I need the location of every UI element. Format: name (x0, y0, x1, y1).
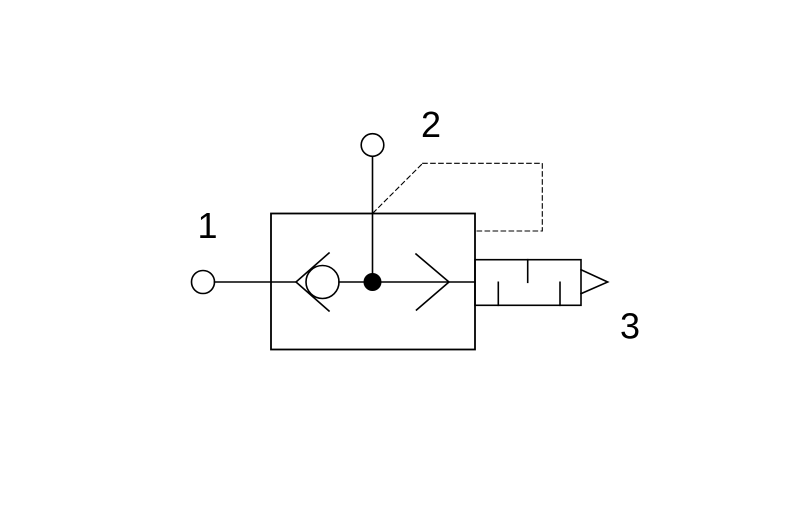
port-2-circle (360, 132, 385, 158)
port-3-label: 3 (620, 306, 640, 347)
port-1-label: 1 (197, 205, 217, 246)
pilot-line-diagonal (372, 162, 424, 214)
linework (190, 132, 610, 351)
port-1-circle (190, 269, 216, 295)
pilot-line-loop (422, 162, 543, 232)
check-valve-disc (305, 264, 340, 300)
check-valve-seat (294, 251, 331, 313)
flow-arrow (414, 252, 451, 312)
junction-dot (363, 273, 382, 291)
exhaust-cone (579, 268, 610, 295)
port-2-label: 2 (421, 104, 441, 145)
